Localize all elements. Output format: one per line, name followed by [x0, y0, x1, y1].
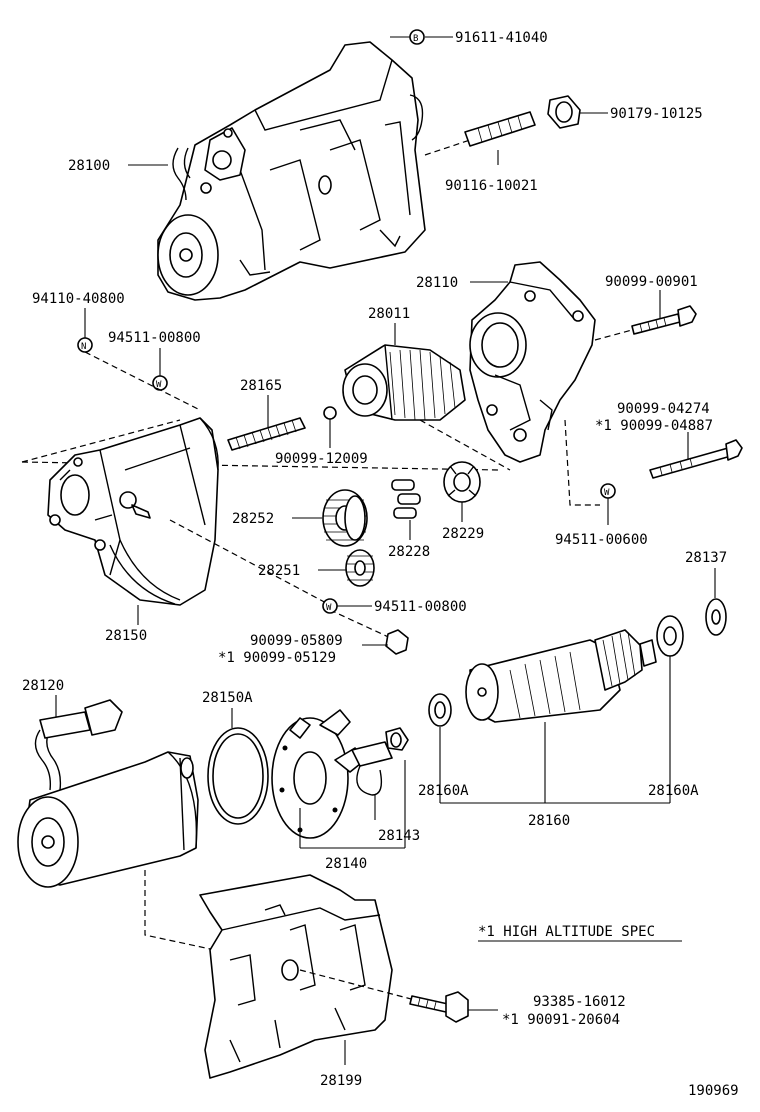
spring-clip	[385, 727, 409, 751]
retainer-28229	[443, 461, 481, 503]
bolt-90099-00901	[631, 305, 697, 335]
label-28251: 28251	[258, 563, 300, 579]
label-28160: 28160	[528, 813, 570, 829]
label-94110-mark: N	[81, 342, 86, 352]
label-28011: 28011	[368, 306, 410, 322]
label-91611-mark: B	[413, 34, 418, 44]
label-94511-00600-mark: W	[604, 488, 610, 498]
label-28252: 28252	[232, 511, 274, 527]
armature-28160	[465, 629, 657, 723]
housing-28110	[469, 261, 596, 463]
label-94110-40800: 94110-40800	[32, 291, 125, 307]
bolt-93385-16012	[409, 991, 469, 1023]
label-28165: 28165	[240, 378, 282, 394]
brush-28143	[351, 741, 393, 796]
rollers-28228	[391, 479, 421, 519]
starter-assembly-28100	[157, 41, 426, 301]
pinion-28251	[345, 549, 375, 587]
clutch-28011	[342, 344, 466, 421]
label-28100: 28100	[68, 158, 110, 174]
label-90099-05129: *1 90099-05129	[218, 650, 336, 666]
stud-90116-10021	[464, 111, 536, 147]
label-28229: 28229	[442, 526, 484, 542]
note-high-altitude-spec: *1 HIGH ALTITUDE SPEC	[478, 924, 655, 940]
label-28143: 28143	[378, 828, 420, 844]
label-90091-20604: *1 90091-20604	[502, 1012, 620, 1028]
label-90099-00901: 90099-00901	[605, 274, 698, 290]
label-94511-00800-top: 94511-00800	[108, 330, 201, 346]
heat-shield-28199	[199, 874, 393, 1079]
nut-90099-05809	[385, 629, 409, 655]
oring-28150A	[207, 727, 269, 825]
label-90179-10125: 90179-10125	[610, 106, 703, 122]
label-28228: 28228	[388, 544, 430, 560]
label-91611-41040: 91611-41040	[455, 30, 548, 46]
label-90099-04887: *1 90099-04887	[595, 418, 713, 434]
label-28137: 28137	[685, 550, 727, 566]
label-90099-12009: 90099-12009	[275, 451, 368, 467]
figure-id: 190969	[688, 1083, 739, 1099]
nut-90179-10125	[547, 95, 581, 129]
label-94511-mid-mark: W	[326, 603, 332, 613]
gear-28252	[322, 489, 368, 547]
label-90099-05809: 90099-05809	[250, 633, 343, 649]
bearing-28160A-left	[428, 693, 452, 727]
label-28110: 28110	[416, 275, 458, 291]
yoke-28120	[17, 699, 199, 888]
label-94511-00600: 94511-00600	[555, 532, 648, 548]
bolt-90099-04274	[649, 439, 743, 479]
label-94511-top-mark: W	[156, 380, 162, 390]
label-28120: 28120	[22, 678, 64, 694]
label-28199: 28199	[320, 1073, 362, 1089]
label-28160A-left: 28160A	[418, 783, 469, 799]
label-93385-16012: 93385-16012	[533, 994, 626, 1010]
label-28160A-right: 28160A	[648, 783, 699, 799]
washer-28137	[705, 598, 727, 636]
brush-holder-28140	[271, 709, 366, 839]
motor-28150	[47, 417, 219, 606]
ball-90099-12009	[323, 406, 337, 420]
label-28140: 28140	[325, 856, 367, 872]
label-94511-00800-mid: 94511-00800	[374, 599, 467, 615]
bearing-28160A-right	[656, 615, 684, 657]
spring-28165	[227, 417, 306, 451]
label-28150: 28150	[105, 628, 147, 644]
label-28150A: 28150A	[202, 690, 253, 706]
label-90099-04274: 90099-04274	[617, 401, 710, 417]
label-90116-10021: 90116-10021	[445, 178, 538, 194]
